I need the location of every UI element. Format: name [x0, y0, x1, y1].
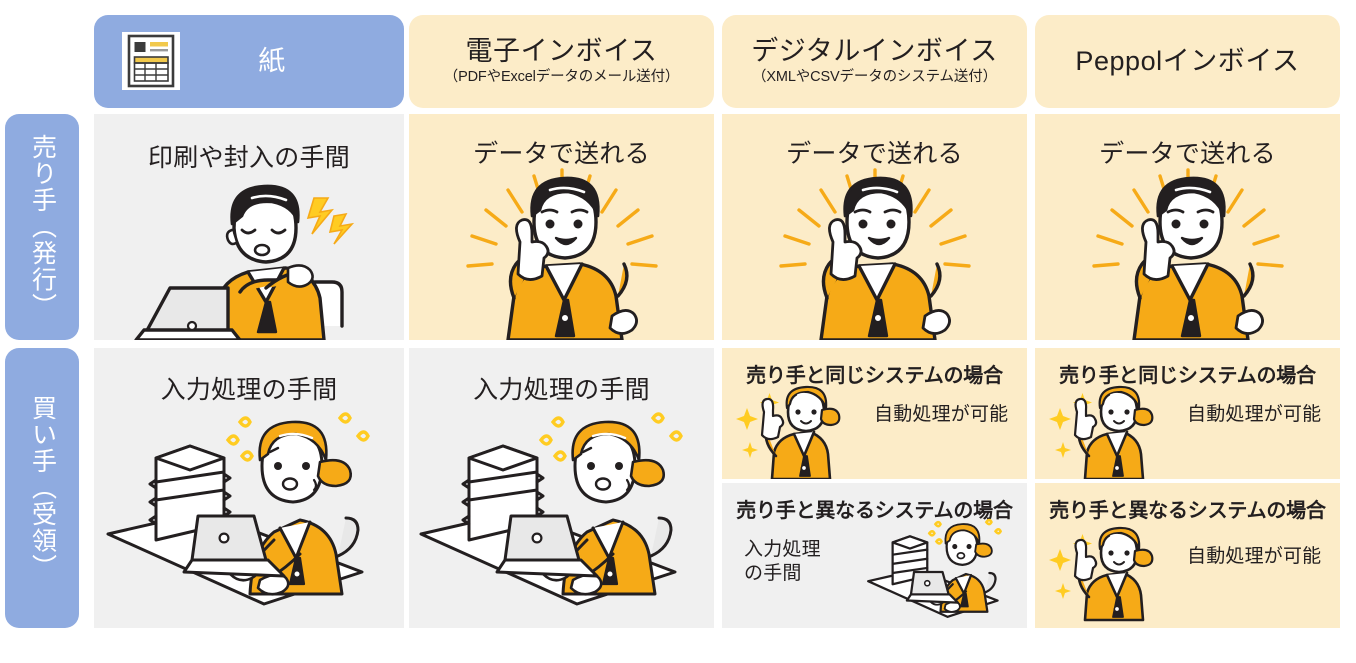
cell-buyer-digital-same-system: 売り手と同じシステムの場合: [722, 348, 1027, 479]
column-header-digital: デジタルインボイス （XMLやCSVデータのシステム送付）: [722, 15, 1027, 108]
pointing-up-woman-illustration: [1047, 526, 1157, 622]
cell-buyer-paper-caption: 入力処理の手間: [160, 376, 338, 404]
row-header-buyer-label: 買い手（受領）: [28, 395, 57, 581]
cell-buyer-peppol-same-system: 売り手と同じシステムの場合: [1035, 348, 1340, 479]
cell-seller-edenshi-caption: データで送れる: [473, 140, 650, 168]
cell-buyer-digital-same-heading: 売り手と同じシステムの場合: [746, 365, 1003, 387]
cell-buyer-digital-different-system: 売り手と異なるシステムの場合 入力処理 の手間: [722, 483, 1027, 628]
cell-buyer-digital-diff-note-line2: の手間: [744, 562, 802, 584]
column-header-edenshi-subtitle: （PDFやExcelデータのメール送付）: [443, 69, 680, 86]
cell-seller-peppol-caption: データで送れる: [1099, 140, 1276, 168]
row-header-seller-label: 売り手（発行）: [28, 134, 57, 320]
cell-buyer-digital-diff-heading: 売り手と異なるシステムの場合: [736, 500, 1013, 522]
column-header-paper: 紙: [94, 15, 404, 108]
stressed-woman-typing-illustration: [417, 408, 707, 620]
column-header-edenshi: 電子インボイス （PDFやExcelデータのメール送付）: [409, 15, 714, 108]
invoice-document-icon: [122, 32, 180, 90]
row-header-buyer: 買い手（受領）: [5, 348, 79, 628]
pointing-up-woman-illustration: [1047, 385, 1157, 479]
cell-buyer-peppol-same-note: 自動処理が可能: [1187, 404, 1322, 425]
cell-buyer-digital-diff-note-line1: 入力処理: [744, 539, 821, 560]
cell-buyer-edenshi: 入力処理の手間: [409, 348, 714, 628]
cell-buyer-peppol-same-heading: 売り手と同じシステムの場合: [1059, 365, 1316, 387]
cell-buyer-digital-same-note: 自動処理が可能: [874, 404, 1009, 425]
thumbs-up-businessman-illustration: [462, 168, 662, 340]
row-header-seller: 売り手（発行）: [5, 114, 79, 340]
column-header-peppol: Peppolインボイス: [1035, 15, 1340, 108]
cell-seller-peppol: データで送れる: [1035, 114, 1340, 340]
cell-buyer-digital-diff-note: 入力処理 の手間: [744, 538, 821, 586]
cell-seller-paper: 印刷や封入の手間: [94, 114, 404, 340]
cell-buyer-edenshi-caption: 入力処理の手間: [473, 376, 650, 404]
cell-buyer-peppol-diff-heading: 売り手と異なるシステムの場合: [1049, 500, 1326, 522]
column-header-digital-title: デジタルインボイス: [751, 36, 998, 67]
cell-seller-edenshi: データで送れる: [409, 114, 714, 340]
column-header-peppol-title: Peppolインボイス: [1075, 45, 1300, 76]
column-header-digital-subtitle: （XMLやCSVデータのシステム送付）: [752, 69, 997, 86]
column-header-paper-title: 紙: [258, 45, 286, 76]
cell-buyer-peppol-different-system: 売り手と異なるシステムの場合: [1035, 483, 1340, 628]
pointing-up-woman-illustration: [734, 385, 844, 479]
thumbs-up-businessman-illustration: [1088, 168, 1288, 340]
cell-seller-digital-caption: データで送れる: [786, 140, 963, 168]
tired-man-at-laptop-illustration: [134, 176, 368, 340]
stressed-woman-typing-illustration: [860, 517, 1020, 625]
cell-seller-paper-caption: 印刷や封入の手間: [147, 144, 350, 172]
cell-seller-digital: データで送れる: [722, 114, 1027, 340]
stressed-woman-typing-illustration: [104, 408, 394, 620]
thumbs-up-businessman-illustration: [775, 168, 975, 340]
cell-buyer-paper: 入力処理の手間: [94, 348, 404, 628]
column-header-edenshi-title: 電子インボイス: [465, 36, 658, 67]
cell-buyer-peppol-diff-note: 自動処理が可能: [1187, 546, 1322, 567]
